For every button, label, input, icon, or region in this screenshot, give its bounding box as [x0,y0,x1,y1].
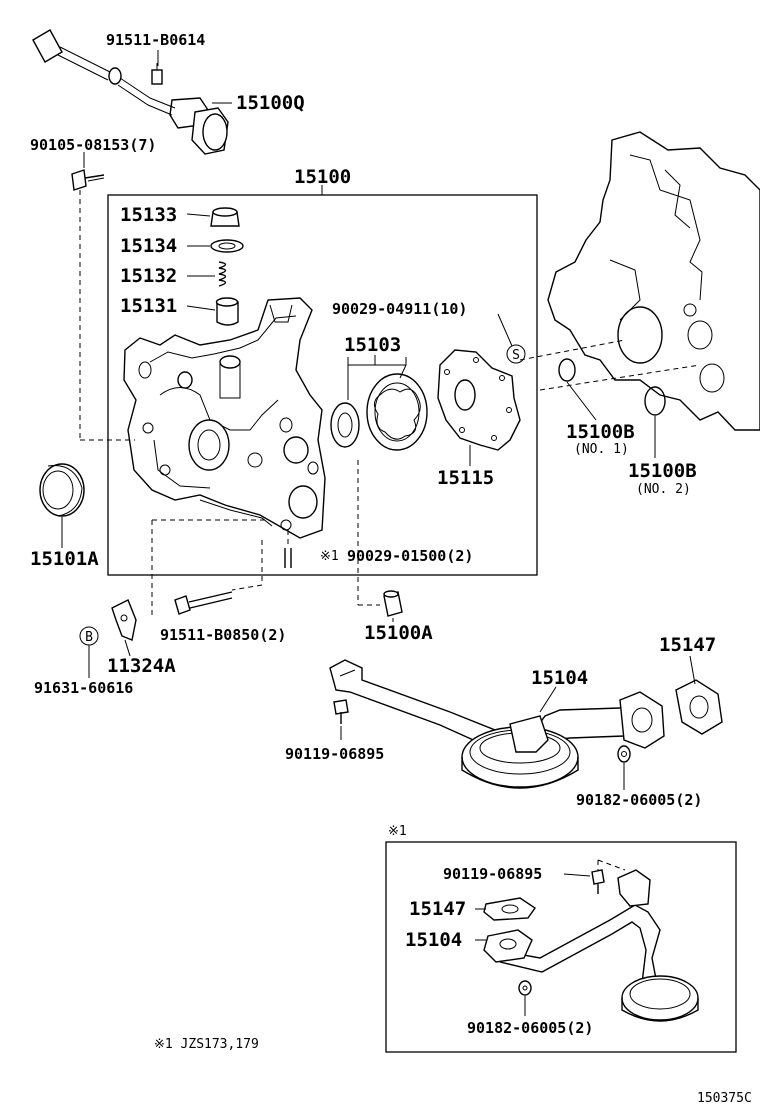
rotor-set-part [330,373,428,451]
label-variant-marker: ※1 [388,824,407,839]
label-oil-pressure-sensor: 15100Q [236,92,305,114]
label-sensor-bolt: 91511-B0614 [106,31,205,49]
label-screw: 90029-04911(10) [332,300,467,318]
oring-no2-part [644,386,666,416]
oil-pump-body-part [123,297,326,539]
label-strainer-bolt: 90119-06895 [285,745,384,763]
strainer-gasket-part [675,679,723,735]
svg-text:S: S [512,348,520,363]
label-gasket: 15134 [120,235,177,257]
relief-gasket-part [210,239,244,253]
sub-bolt-part [591,869,605,894]
engine-block-outline [547,131,760,431]
oil-pressure-sensor-part [32,29,229,155]
label-spring: 15132 [120,265,177,287]
label-sub-bolt: 90119-06895 [443,865,542,883]
label-strainer-gasket: 15147 [659,634,716,656]
label-bolt-b0850: 91511-B0850(2) [160,626,286,644]
label-oring-no2: 15100B [628,460,697,482]
label-sub-nut: 90182-06005(2) [467,1019,593,1037]
callout-s: S [506,344,526,364]
pump-bolt-part [71,169,105,191]
sensor-bolt-part [151,63,163,85]
oring-no1-part [558,358,576,382]
label-valve: 15131 [120,295,177,317]
bracket-11324a-part [111,599,137,641]
label-oil-seal: 15101A [30,548,99,570]
label-sub-strainer: 15104 [405,929,462,951]
label-oring-no1-sub: (NO. 1) [574,442,629,457]
label-sub-gasket: 15147 [409,898,466,920]
strainer-nut-part [617,745,631,763]
oil-seal-part [39,463,85,517]
label-rotor-set: 15103 [344,334,401,356]
label-pin-marker: ※1 [320,549,339,564]
svg-text:B: B [85,630,93,645]
label-strainer: 15104 [531,667,588,689]
label-plug-15100a: 15100A [364,622,433,644]
callout-b: B [79,626,99,646]
label-oring-no1: 15100B [566,421,635,443]
plug-15100a-part [383,590,403,617]
label-pin: 90029-01500(2) [347,547,473,565]
label-pump-assembly: 15100 [294,166,351,188]
label-strainer-nut: 90182-06005(2) [576,791,702,809]
relief-valve-part [215,297,239,326]
pin-part [284,548,292,568]
pump-cover-part [437,349,521,451]
label-oring-no2-sub: (NO. 2) [636,482,691,497]
relief-plug-part [210,207,240,227]
relief-spring-part [218,261,227,287]
sub-strainer-part [483,869,699,1022]
label-footnote: ※1 JZS173,179 [154,1037,259,1052]
label-diagram-code: 150375C [697,1091,752,1106]
label-bracket: 11324A [107,655,176,677]
label-pump-bolt: 90105-08153(7) [30,136,156,154]
oil-strainer-part [329,659,665,789]
sub-nut-part [518,980,532,996]
label-cover: 15115 [437,467,494,489]
sub-gasket-part [483,897,536,921]
label-plug: 15133 [120,204,177,226]
variant-box [385,841,737,1053]
bolt-b0850-part [174,591,233,615]
label-bracket-bolt: 91631-60616 [34,679,133,697]
strainer-bolt-part [333,699,349,724]
